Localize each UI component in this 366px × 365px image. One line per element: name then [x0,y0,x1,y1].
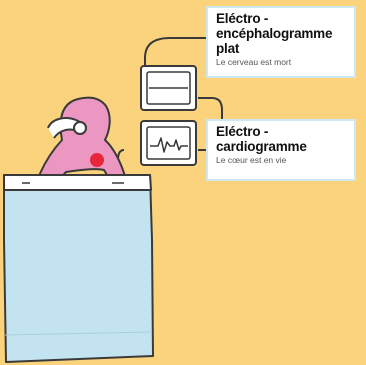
flat-line-monitor-icon [141,66,196,110]
eeg-title-line3: plat [216,41,348,56]
eeg-title-line2: encéphalogramme [216,26,348,41]
heartbeat-monitor-icon [141,121,196,165]
ecg-label: Eléctro - cardiogramme Le cœur est en vi… [206,119,356,181]
eeg-subtitle: Le cerveau est mort [216,57,348,68]
hospital-bed [4,175,153,362]
ecg-title-line1: Eléctro - [216,124,348,139]
eeg-title-line1: Eléctro - [216,11,348,26]
heart-icon [90,153,104,167]
eeg-label: Eléctro - encéphalogramme plat Le cervea… [206,6,356,78]
ecg-title-line2: cardiogramme [216,139,348,154]
ecg-subtitle: Le cœur est en vie [216,155,348,166]
